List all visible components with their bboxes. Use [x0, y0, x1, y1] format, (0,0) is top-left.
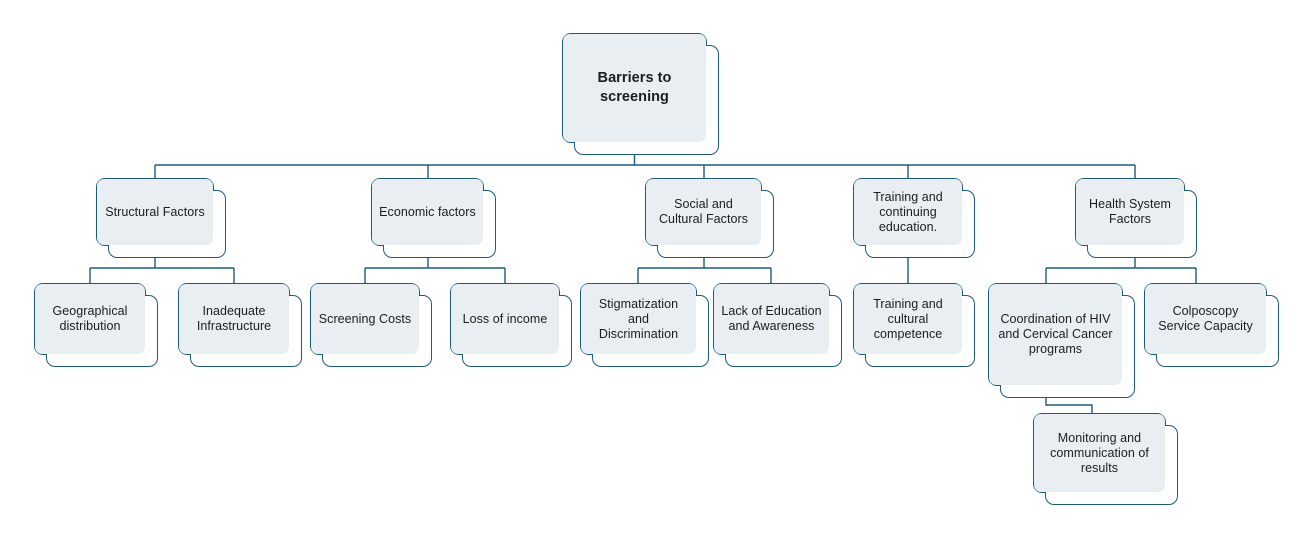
node-card: Structural Factors — [97, 179, 226, 258]
node-card: Screening Costs — [311, 284, 432, 367]
node-inner: Screening Costs — [311, 284, 419, 354]
node-inner: Geographical distribution — [35, 284, 145, 354]
node-inner: Coordination of HIV and Cervical Cancer … — [989, 284, 1122, 385]
node-geographical-distribution[interactable]: Geographical distribution — [34, 283, 158, 367]
node-label: Stigmatization and Discrimination — [598, 296, 679, 341]
node-card: Inadequate Infrastructure — [179, 284, 302, 367]
node-inner: Colposcopy Service Capacity — [1145, 284, 1266, 354]
node-social-cultural-factors[interactable]: Social and Cultural Factors — [645, 178, 774, 258]
node-label: Social and Cultural Factors — [658, 197, 749, 226]
node-lack-of-education-awareness[interactable]: Lack of Education and Awareness — [713, 283, 842, 367]
node-label: Loss of income — [462, 311, 548, 326]
node-inner: Barriers to screening — [563, 34, 706, 142]
node-card: Geographical distribution — [35, 284, 158, 367]
node-card: Colposcopy Service Capacity — [1145, 284, 1279, 367]
node-inner: Structural Factors — [97, 179, 213, 245]
node-label: Geographical distribution — [52, 304, 128, 333]
node-inadequate-infrastructure[interactable]: Inadequate Infrastructure — [178, 283, 302, 367]
node-colposcopy-service-capacity[interactable]: Colposcopy Service Capacity — [1144, 283, 1279, 367]
node-economic-factors[interactable]: Economic factors — [371, 178, 496, 258]
node-label: Coordination of HIV and Cervical Cancer … — [998, 312, 1113, 356]
node-label: Screening Costs — [318, 311, 412, 326]
node-card: Training and cultural competence — [854, 284, 975, 367]
node-health-system-factors[interactable]: Health System Factors — [1075, 178, 1197, 258]
node-label: Training and cultural competence — [873, 296, 943, 341]
node-monitoring-communication-results[interactable]: Monitoring and communication of results — [1033, 413, 1178, 505]
node-structural-factors[interactable]: Structural Factors — [96, 178, 226, 258]
node-inner: Training and continuing education. — [854, 179, 962, 245]
node-inner: Stigmatization and Discrimination — [581, 284, 696, 354]
node-inner: Inadequate Infrastructure — [179, 284, 289, 354]
node-card: Social and Cultural Factors — [646, 179, 774, 258]
node-label: Structural Factors — [105, 204, 205, 219]
node-loss-of-income[interactable]: Loss of income — [450, 283, 572, 367]
node-label: Monitoring and communication of results — [1050, 430, 1149, 475]
node-card: Economic factors — [372, 179, 496, 258]
node-card: Lack of Education and Awareness — [714, 284, 842, 367]
node-card: Stigmatization and Discrimination — [581, 284, 709, 367]
node-root[interactable]: Barriers to screening — [562, 33, 719, 155]
node-label: Inadequate Infrastructure — [196, 304, 272, 333]
node-label: Economic factors — [379, 204, 476, 219]
node-label: Health System Factors — [1089, 197, 1171, 226]
node-inner: Loss of income — [451, 284, 559, 354]
node-card: Barriers to screening — [563, 34, 719, 155]
node-label: Colposcopy Service Capacity — [1158, 304, 1253, 333]
node-card: Coordination of HIV and Cervical Cancer … — [989, 284, 1135, 398]
node-inner: Economic factors — [372, 179, 483, 245]
node-label: Barriers to screening — [597, 70, 672, 105]
node-card: Training and continuing education. — [854, 179, 975, 258]
node-training-cultural-competence[interactable]: Training and cultural competence — [853, 283, 975, 367]
node-card: Loss of income — [451, 284, 572, 367]
node-stigmatization-discrimination[interactable]: Stigmatization and Discrimination — [580, 283, 709, 367]
node-card: Monitoring and communication of results — [1034, 414, 1178, 505]
node-inner: Health System Factors — [1076, 179, 1184, 245]
node-label: Lack of Education and Awareness — [721, 304, 822, 333]
node-inner: Social and Cultural Factors — [646, 179, 761, 245]
node-training-continuing-education[interactable]: Training and continuing education. — [853, 178, 975, 258]
node-label: Training and continuing education. — [873, 189, 943, 234]
node-coordination-hiv-cervical-cancer[interactable]: Coordination of HIV and Cervical Cancer … — [988, 283, 1135, 398]
node-inner: Monitoring and communication of results — [1034, 414, 1165, 492]
node-card: Health System Factors — [1076, 179, 1197, 258]
node-inner: Lack of Education and Awareness — [714, 284, 829, 354]
node-inner: Training and cultural competence — [854, 284, 962, 354]
node-screening-costs[interactable]: Screening Costs — [310, 283, 432, 367]
